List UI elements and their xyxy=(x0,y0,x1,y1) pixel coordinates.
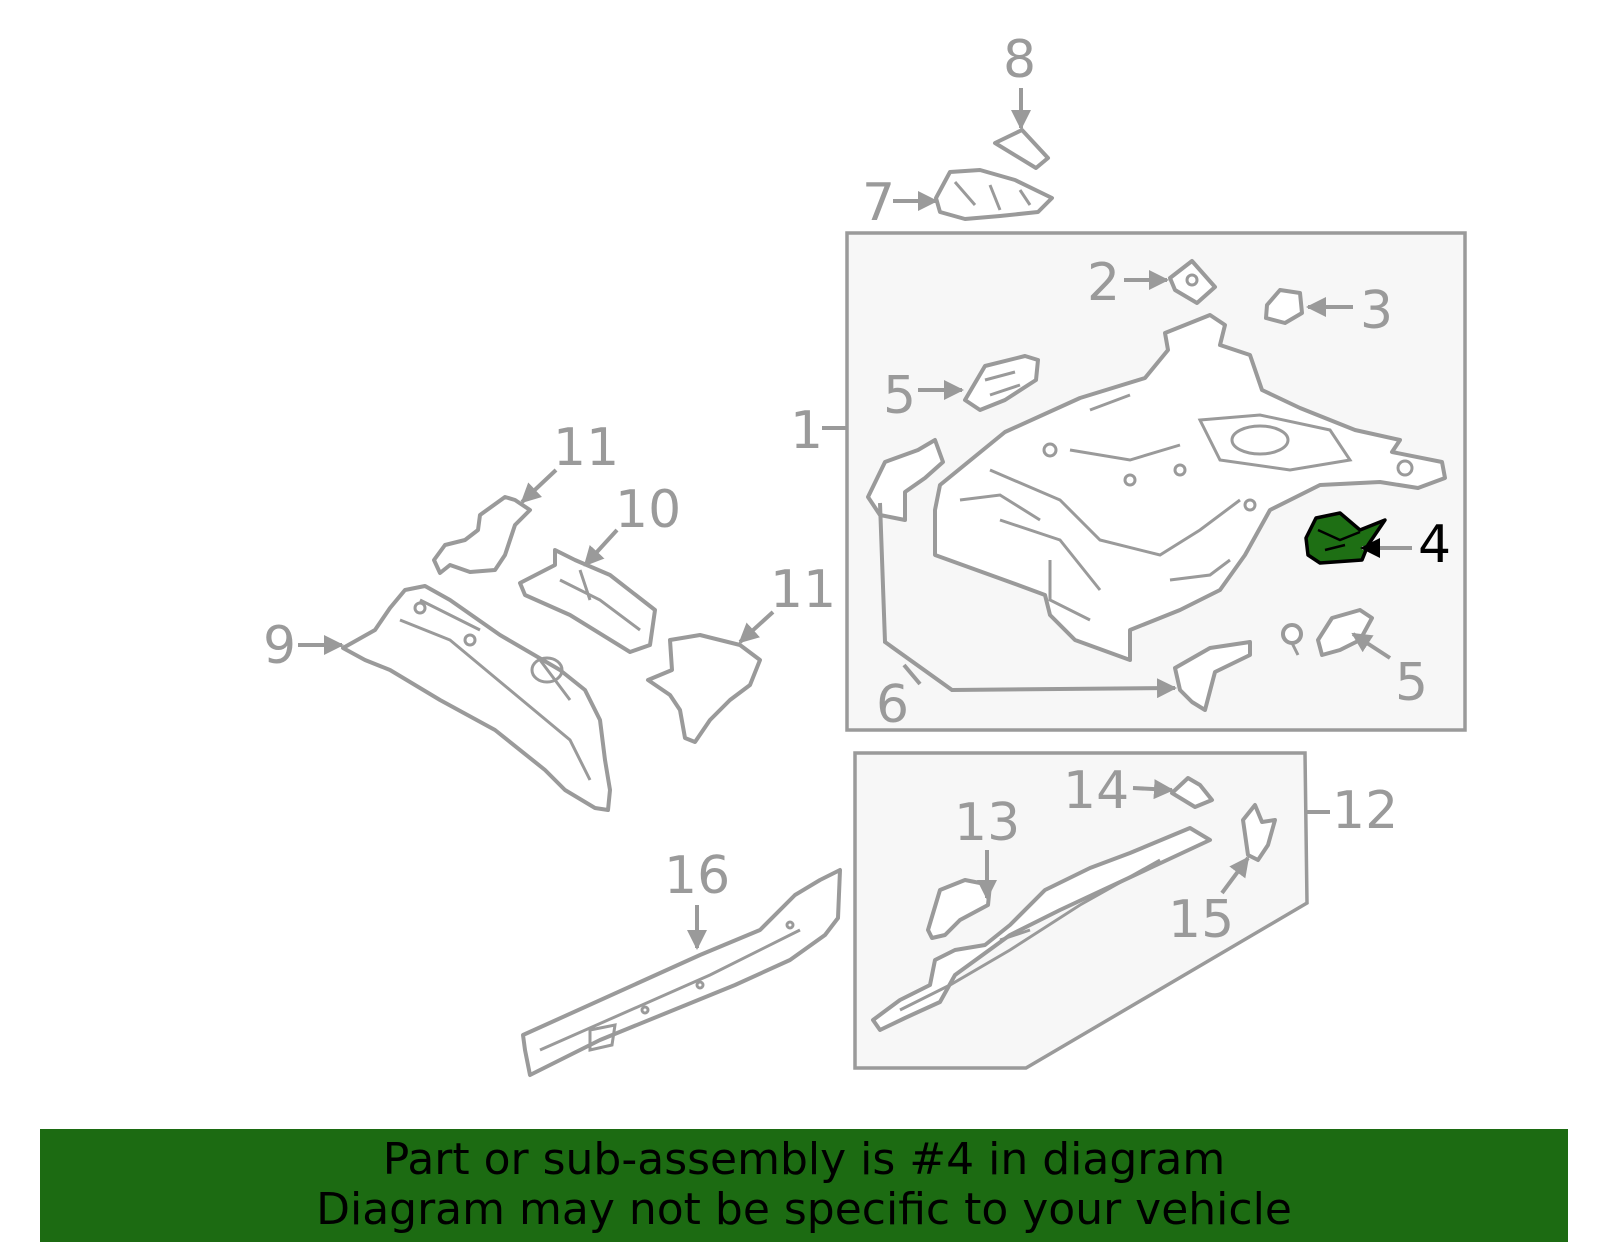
callout-15: 15 xyxy=(1168,890,1234,950)
part-8-plate[interactable] xyxy=(993,128,1050,170)
part-12-frame-rail[interactable] xyxy=(871,826,1212,1032)
callout-11-lower: 11 xyxy=(770,560,836,620)
callout-12: 12 xyxy=(1332,781,1398,841)
part-6-right-bracket[interactable] xyxy=(1173,640,1252,712)
part-2-bracket[interactable] xyxy=(1168,259,1217,305)
callout-4-highlighted: 4 xyxy=(1418,515,1451,575)
small-washer[interactable] xyxy=(1281,623,1303,656)
callout-6: 6 xyxy=(876,675,909,735)
leader-15 xyxy=(1220,856,1250,895)
callout-11-upper: 11 xyxy=(553,418,619,478)
callout-10: 10 xyxy=(615,480,681,540)
leader-6-tick xyxy=(902,663,922,686)
part-16-side-sill[interactable] xyxy=(521,868,842,1077)
leader-6 xyxy=(878,502,1177,699)
part-15-bracket[interactable] xyxy=(1241,803,1277,862)
leader-10 xyxy=(583,528,619,567)
callout-1: 1 xyxy=(790,401,823,461)
banner-line-disclaimer: Diagram may not be specific to your vehi… xyxy=(316,1184,1292,1235)
callout-14: 14 xyxy=(1063,761,1129,821)
callout-9: 9 xyxy=(263,616,296,676)
notice-banner: Part or sub-assembly is #4 in diagram Di… xyxy=(40,1129,1568,1242)
part-5-upper-reinforcement[interactable] xyxy=(963,354,1040,412)
callout-13: 13 xyxy=(954,793,1020,853)
callout-3: 3 xyxy=(1360,281,1393,341)
banner-line-part-number: Part or sub-assembly is #4 in diagram xyxy=(382,1134,1226,1185)
part-11-lower-bracket[interactable] xyxy=(646,633,762,744)
callout-5-lower: 5 xyxy=(1395,653,1428,713)
callout-16: 16 xyxy=(664,846,730,906)
callout-2: 2 xyxy=(1087,253,1120,313)
leader-14 xyxy=(1132,779,1174,800)
part-9-side-rail[interactable] xyxy=(341,584,612,812)
leader-11-upper xyxy=(520,468,558,504)
part-13-bracket[interactable] xyxy=(926,878,992,940)
part-1-rear-floor-pan[interactable] xyxy=(933,313,1447,662)
callout-8: 8 xyxy=(1003,30,1036,90)
part-14-clip[interactable] xyxy=(1170,776,1214,809)
part-6-left-bracket[interactable] xyxy=(866,438,945,522)
leader-11-lower xyxy=(738,610,775,644)
part-5-lower-reinforcement[interactable] xyxy=(1316,608,1374,657)
part-10-crossmember[interactable] xyxy=(518,548,657,654)
callout-5-upper: 5 xyxy=(883,366,916,426)
callout-7: 7 xyxy=(862,173,895,233)
part-7-bracket[interactable] xyxy=(934,168,1054,221)
leader-5-lower xyxy=(1351,632,1392,660)
part-11-upper-bracket[interactable] xyxy=(432,495,532,575)
part-3-bracket[interactable] xyxy=(1264,288,1304,325)
